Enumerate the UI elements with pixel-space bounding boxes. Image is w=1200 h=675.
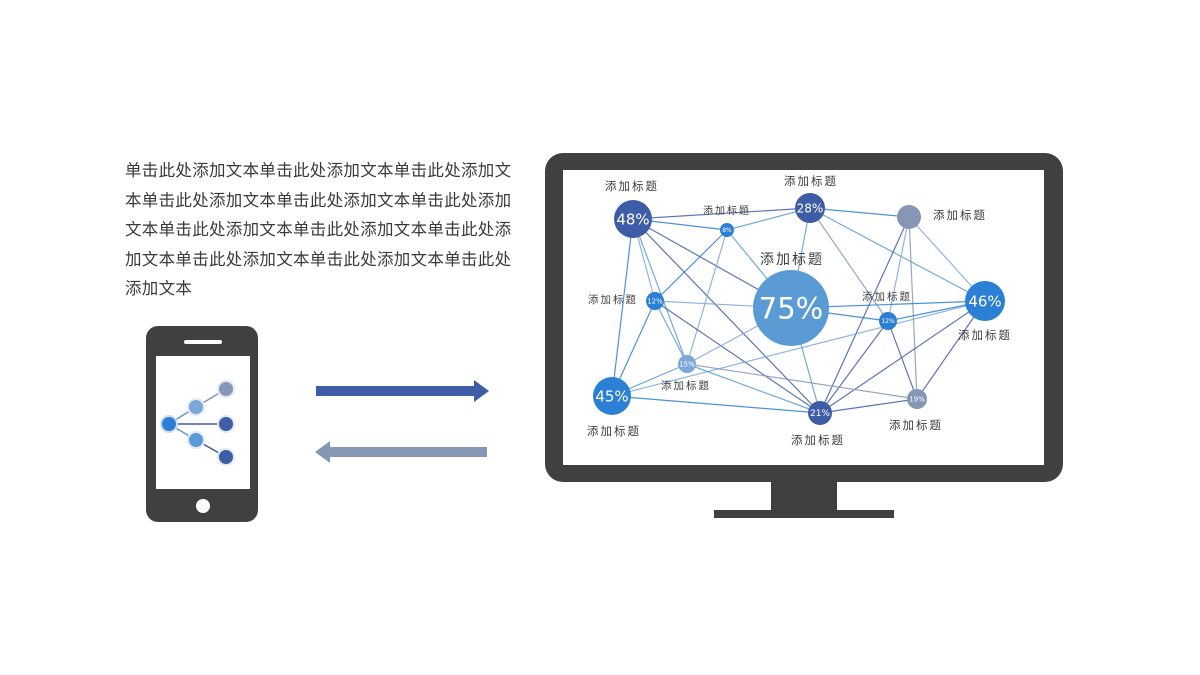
- network-node-label: 添加标题: [587, 424, 641, 438]
- network-edge: [819, 300, 986, 414]
- network-edge: [654, 300, 688, 365]
- network-edge: [887, 216, 910, 322]
- network-node-label: 添加标题: [605, 179, 659, 193]
- network-node-label: 添加标题: [703, 204, 751, 217]
- network-edge: [611, 300, 986, 397]
- network-edge: [632, 218, 688, 365]
- network-node-circle: [795, 193, 825, 223]
- network-node: 45% 添加标题: [587, 377, 641, 438]
- network-edge: [611, 218, 634, 397]
- network-edge: [686, 363, 918, 400]
- network-node-circle: [593, 377, 631, 415]
- network-edge: [819, 216, 910, 414]
- network-edge: [654, 229, 728, 302]
- network-node: 75% 添加标题: [753, 252, 829, 346]
- network-node-label: 添加标题: [760, 252, 824, 268]
- network-edge: [819, 398, 918, 414]
- network-node-circle: [753, 270, 829, 346]
- network-edge: [819, 320, 889, 414]
- network-node-circle: [879, 312, 897, 330]
- network-node-circle: [614, 200, 652, 238]
- phone-icon: [146, 326, 258, 522]
- network-node: 15% 添加标题: [661, 355, 711, 392]
- network-edge: [908, 216, 918, 400]
- network-node-circle: [965, 281, 1005, 321]
- network-node-label: 添加标题: [958, 328, 1012, 342]
- network-edge: [632, 218, 821, 414]
- network-node: 19% 添加标题: [889, 389, 943, 432]
- network-node: 46% 添加标题: [958, 281, 1012, 342]
- network-node-circle: [678, 355, 696, 373]
- arrow-left-icon: [315, 441, 487, 463]
- network-edge: [809, 207, 910, 218]
- network-edge: [686, 229, 728, 365]
- network-edge: [654, 300, 821, 414]
- network-nodes: 48%添加标题28%添加标题添加标题8%添加标题75%添加标题12%添加标题12…: [587, 174, 1012, 447]
- network-node-label: 添加标题: [588, 293, 638, 306]
- network-edge: [887, 320, 918, 400]
- arrow-right-icon: [316, 380, 489, 402]
- phone-network-icon: [160, 380, 235, 466]
- network-node-value: 46%: [968, 292, 1001, 310]
- network-node-value: 15%: [679, 361, 695, 369]
- network-node: 12% 添加标题: [588, 292, 664, 310]
- network-edge: [611, 395, 821, 414]
- network-node-value: 28%: [797, 201, 824, 215]
- network-node-circle: [720, 223, 734, 237]
- network-node-circle: [646, 292, 664, 310]
- network-node-value: 48%: [616, 210, 649, 228]
- network-edge: [809, 207, 889, 322]
- network-node-circle: [897, 205, 921, 229]
- network-node: 21% 添加标题: [791, 401, 845, 447]
- network-node-label: 添加标题: [661, 379, 711, 392]
- network-node-value: 21%: [810, 409, 830, 419]
- network-node-value: 45%: [595, 387, 628, 405]
- network-node: 8% 添加标题: [703, 204, 751, 237]
- network-node-label: 添加标题: [889, 418, 943, 432]
- network-node: 48% 添加标题: [605, 179, 659, 238]
- network-node-label: 添加标题: [933, 208, 987, 222]
- network-node-value: 12%: [647, 298, 663, 306]
- network-edge: [809, 207, 986, 302]
- network-node-label: 添加标题: [791, 433, 845, 447]
- network-node-value: 19%: [909, 396, 925, 404]
- body-text: 单击此处添加文本单击此处添加文本单击此处添加文本单击此处添加文本单击此处添加文本…: [125, 161, 512, 298]
- network-node: 12% 添加标题: [862, 290, 912, 330]
- network-edge: [686, 363, 821, 414]
- network-node: 添加标题: [897, 205, 987, 229]
- network-node: 28% 添加标题: [784, 174, 838, 223]
- network-edge: [632, 207, 811, 220]
- network-node-value: 75%: [759, 291, 823, 325]
- network-node-value: 12%: [881, 318, 895, 325]
- network-node-label: 添加标题: [784, 174, 838, 188]
- network-node-circle: [808, 401, 832, 425]
- network-node-value: 8%: [722, 227, 732, 234]
- network-node-label: 添加标题: [862, 290, 912, 303]
- network-node-circle: [907, 389, 927, 409]
